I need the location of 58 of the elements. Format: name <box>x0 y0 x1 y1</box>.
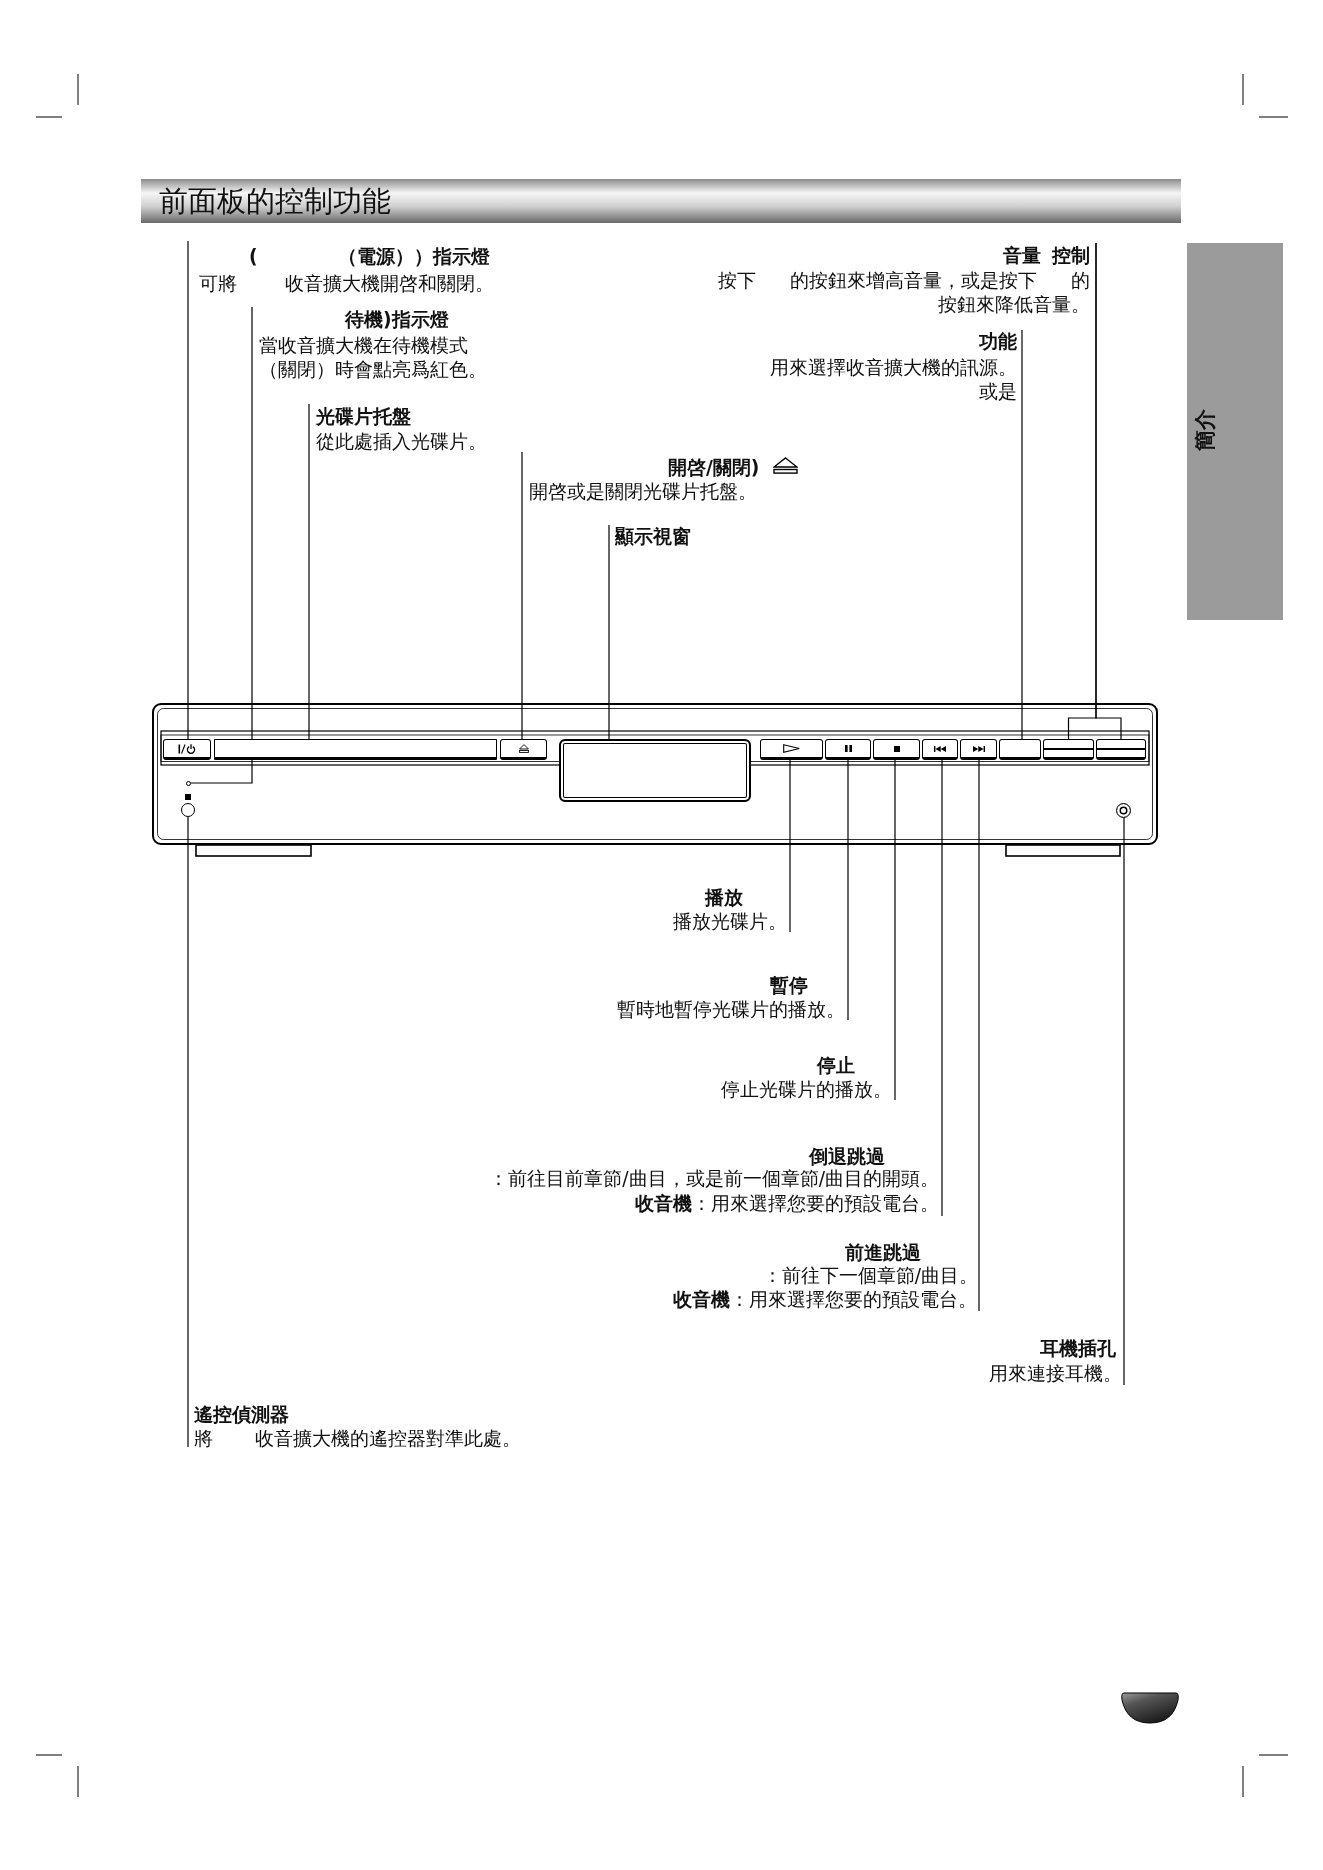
callout-heading: 耳機插孔 <box>1040 1337 1116 1361</box>
callout-text: 暫時地暫停光碟片的播放。 <box>617 998 845 1022</box>
disc-tray <box>214 739 497 760</box>
volume-button <box>1043 739 1094 760</box>
callout-text: 停止光碟片的播放。 <box>721 1078 892 1102</box>
leader-line <box>941 759 943 1217</box>
callout-text: ：前往下一個章節/曲目。 <box>762 1264 978 1288</box>
callout-text: 用來連接耳機。 <box>989 1362 1122 1386</box>
function-button <box>999 739 1041 760</box>
play-button <box>760 739 823 760</box>
callout-text: 收音機：用來選擇您要的預設電台。 <box>635 1192 939 1216</box>
callout-text: ：前往目前章節/曲目，或是前一個章節/曲目的開頭。 <box>489 1167 939 1191</box>
leader-line <box>894 759 896 1101</box>
callout-heading: ( （電源））指示燈 <box>249 245 491 269</box>
callout-text: 開啓或是關閉光碟片托盤。 <box>529 480 757 504</box>
display-window <box>559 739 751 802</box>
callout-text: 從此處插入光碟片。 <box>316 430 487 454</box>
callout-text: 將 收音擴大機的遙控器對準此處。 <box>194 1427 521 1451</box>
leader-line <box>521 451 523 740</box>
leader-line <box>308 403 310 740</box>
skip-back-button <box>922 739 958 760</box>
leader-line <box>187 240 189 740</box>
leader-line <box>789 759 791 933</box>
leader-line <box>187 816 189 1448</box>
callout-heading: 光碟片托盤 <box>316 405 411 429</box>
skip-forward-button <box>960 739 997 760</box>
power-button <box>163 739 211 760</box>
callout-text: 用來選擇收音擴大機的訊源。或是 <box>769 356 1017 404</box>
open-close-button <box>500 739 547 760</box>
standby-indicator-light <box>185 780 191 786</box>
callout-heading: 停止 <box>817 1054 855 1078</box>
leader-line <box>1123 816 1125 1386</box>
leader-line <box>847 759 849 1021</box>
leader-line <box>1095 242 1122 740</box>
leader-line <box>189 306 253 784</box>
callout-heading: 暫停 <box>770 974 808 998</box>
callout-heading: 待機)指示燈 <box>345 308 449 332</box>
callout-heading: 前進跳過 <box>845 1241 921 1265</box>
leader-line <box>978 759 980 1312</box>
callout-heading: 倒退跳過 <box>809 1145 885 1169</box>
callout-heading: 功能 <box>979 330 1017 354</box>
callout-heading: 開啓/關閉) <box>668 456 760 480</box>
volume-button <box>1096 739 1146 760</box>
callout-heading: 音量 控制 <box>1003 244 1090 268</box>
leader-line <box>608 524 610 740</box>
section-label: 簡介 <box>1193 409 1217 451</box>
callout-text: 按下 的按鈕來增高音量，或是按下 的按鈕來降低音量。 <box>717 269 1090 317</box>
page-title: 前面板的控制功能 <box>159 183 391 220</box>
callout-heading: 播放 <box>705 886 743 910</box>
callout-text: 可將 收音擴大機開啓和關閉。 <box>199 272 494 296</box>
callout-text: 播放光碟片。 <box>673 910 787 934</box>
leader-line <box>1021 329 1023 740</box>
callout-heading: 遙控偵測器 <box>194 1403 289 1427</box>
callout-text: 當收音擴大機在待機模式（關閉）時會點亮爲紅色。 <box>259 334 488 382</box>
stop-button <box>873 739 920 760</box>
callout-heading: 顯示視窗 <box>615 525 691 549</box>
callout-text: 收音機：用來選擇您要的預設電台。 <box>673 1288 977 1312</box>
pause-button <box>825 739 871 760</box>
